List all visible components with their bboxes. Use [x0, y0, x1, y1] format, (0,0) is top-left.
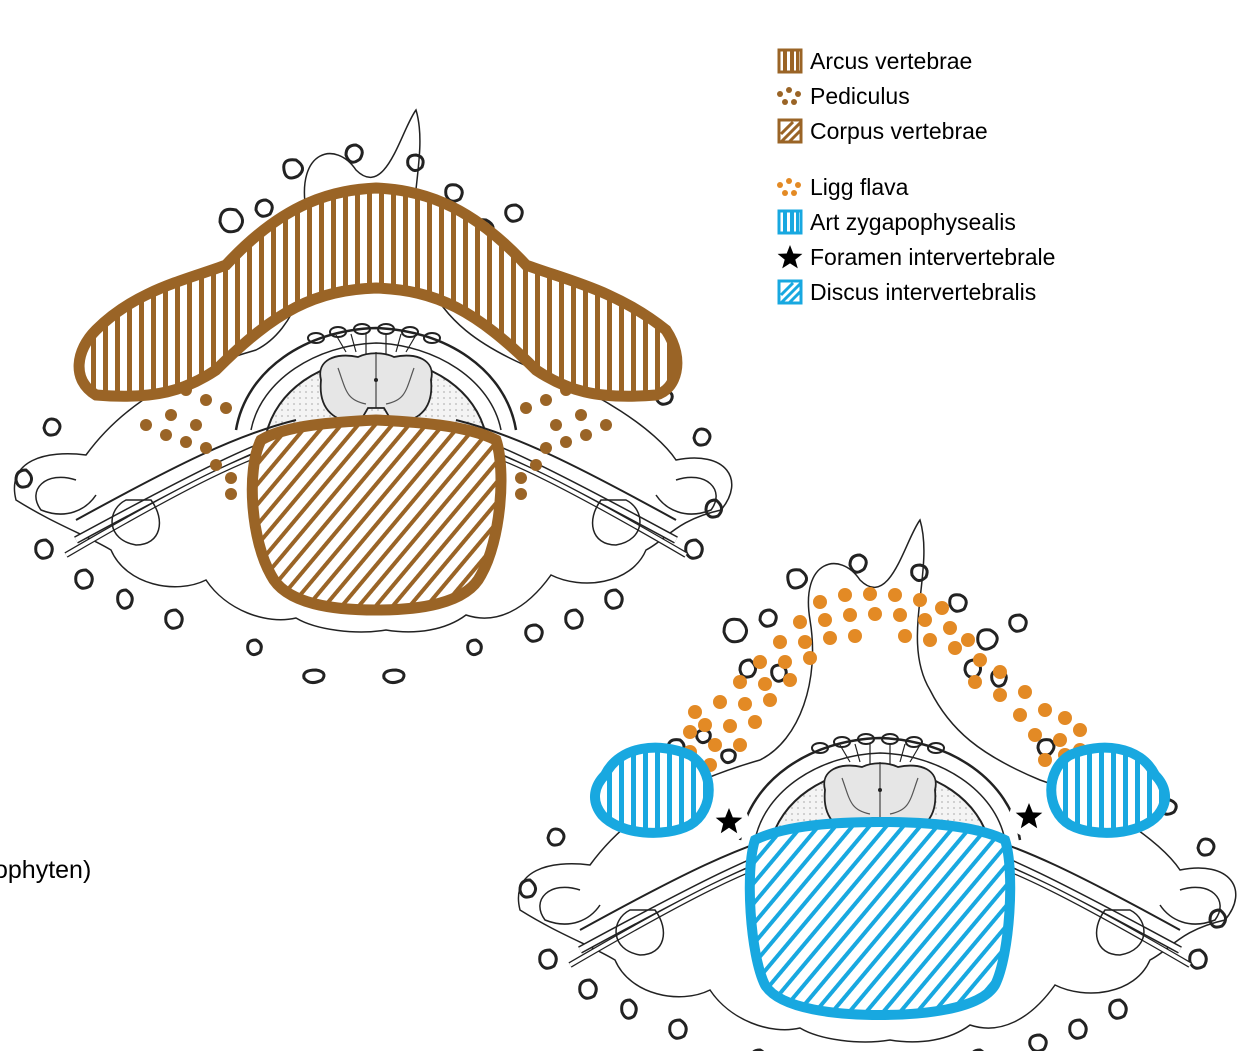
- art-zygapophysealis-left: [595, 748, 709, 833]
- star-icon: [776, 243, 804, 271]
- legend-label: Art zygapophysealis: [810, 209, 1016, 236]
- dots-icon: [776, 82, 804, 110]
- vertical-stripes-square-icon: [776, 47, 804, 75]
- legend-label: Discus intervertebralis: [810, 279, 1036, 306]
- legend-item-corpus-vertebrae: Corpus vertebrae: [776, 116, 988, 146]
- corpus-vertebrae-region: [252, 420, 501, 610]
- legend-item-art-zygapophysealis: Art zygapophysealis: [776, 207, 1016, 237]
- diagonal-stripes-square-icon: [776, 278, 804, 306]
- dots-icon: [776, 173, 804, 201]
- legend-label: Arcus vertebrae: [810, 48, 972, 75]
- legend-item-arcus-vertebrae: Arcus vertebrae: [776, 46, 972, 76]
- legend-item-ligg-flava: Ligg flava: [776, 172, 908, 202]
- legend-item-pediculus: Pediculus: [776, 81, 910, 111]
- legend-label: Corpus vertebrae: [810, 118, 988, 145]
- art-zygapophysealis-right: [1051, 748, 1165, 833]
- cross-section-soft: [518, 520, 1235, 1051]
- ligg-flava-dots: [683, 587, 1087, 772]
- legend-label: Ligg flava: [810, 174, 908, 201]
- discus-intervertebralis-region: [750, 822, 1010, 1015]
- foramen-intervertebrale-right: [1009, 797, 1049, 837]
- legend-item-foramen-intervertebrale: Foramen intervertebrale: [776, 242, 1055, 272]
- diagonal-stripes-square-icon: [776, 117, 804, 145]
- vertical-stripes-square-icon: [776, 208, 804, 236]
- foramen-intervertebrale-left: [709, 802, 749, 842]
- legend-label: Foramen intervertebrale: [810, 244, 1055, 271]
- legend-label: Pediculus: [810, 83, 910, 110]
- legend-item-discus-intervertebralis: Discus intervertebralis: [776, 277, 1036, 307]
- cropped-side-text: ophyten): [0, 856, 91, 885]
- cross-section-bony: [14, 110, 731, 683]
